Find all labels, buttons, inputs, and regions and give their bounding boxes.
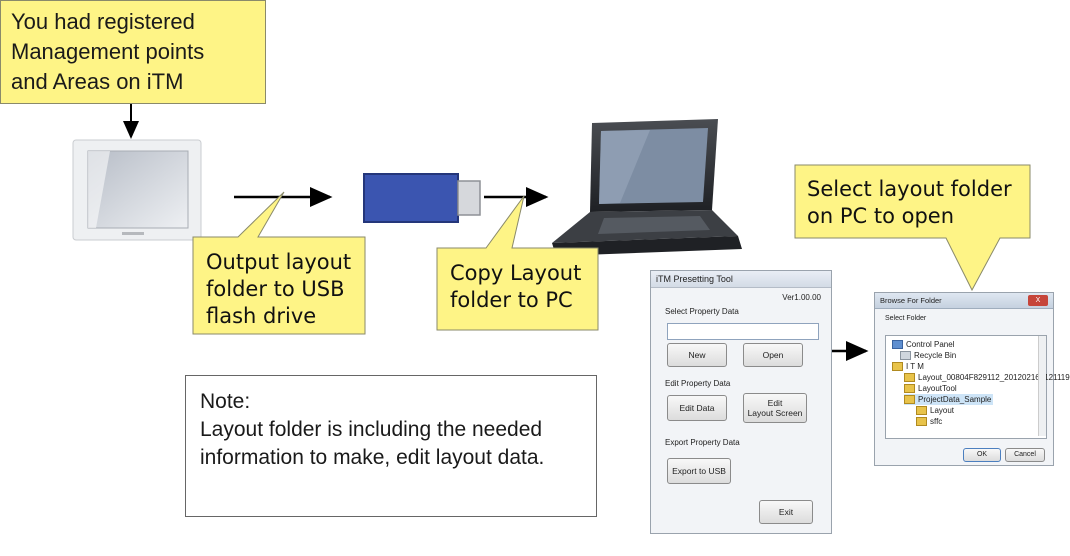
tree-item-layouttool[interactable]: LayoutTool: [904, 383, 957, 394]
export-section-label: Export Property Data: [665, 438, 740, 447]
browse-instruction: Select Folder: [885, 315, 927, 322]
version-label: Ver1.00.00: [782, 293, 821, 302]
output-callout-shape: [192, 191, 366, 335]
select-callout-shape: [794, 164, 1031, 292]
registered-text: You had registered Management points and…: [11, 9, 205, 94]
note-title: Note:: [200, 390, 251, 413]
folder-icon: [904, 384, 915, 394]
presetting-tool-window: iTM Presetting Tool Ver1.00.00 Select Pr…: [650, 270, 832, 534]
folder-icon: [892, 362, 903, 372]
tree-scrollbar[interactable]: [1038, 336, 1046, 436]
output-callout-text: Output layout folder to USB flash drive: [206, 250, 352, 328]
ok-button[interactable]: OK: [963, 448, 1001, 462]
exit-button[interactable]: Exit: [759, 500, 813, 524]
tree-item-layout[interactable]: Layout: [916, 405, 954, 416]
edit-data-button[interactable]: Edit Data: [667, 395, 727, 421]
tree-item-control-panel[interactable]: Control Panel: [892, 339, 954, 350]
tree-item-recycle-bin[interactable]: Recycle Bin: [900, 350, 956, 361]
close-icon[interactable]: X: [1028, 295, 1048, 306]
select-callout-text: Select layout folder on PC to open: [807, 177, 1012, 228]
note-box: Note: Layout folder is including the nee…: [185, 375, 597, 517]
cancel-button[interactable]: Cancel: [1005, 448, 1045, 462]
usb-drive-image: [363, 173, 481, 223]
new-button[interactable]: New: [667, 343, 727, 367]
folder-icon: [904, 373, 915, 383]
tree-item-sffc[interactable]: sffc: [916, 416, 942, 427]
edit-layout-screen-button[interactable]: Edit Layout Screen: [743, 393, 807, 423]
select-section-label: Select Property Data: [665, 307, 739, 316]
registered-callout: You had registered Management points and…: [0, 0, 266, 104]
folder-icon: [916, 406, 927, 416]
itm-device-image: [72, 139, 202, 241]
property-path-input[interactable]: [667, 323, 819, 340]
tree-item-itm[interactable]: I T M: [892, 361, 924, 372]
tree-item-layout-folder[interactable]: Layout_00804F829112_20120216_121119: [904, 372, 1070, 383]
open-button[interactable]: Open: [743, 343, 803, 367]
folder-tree[interactable]: Control Panel Recycle Bin I T M Layout_0…: [885, 335, 1070, 439]
laptop-image: [552, 119, 742, 256]
folder-icon: [916, 417, 927, 427]
folder-icon: [904, 395, 915, 405]
copy-callout-text: Copy Layout folder to PC: [450, 261, 582, 312]
presetting-title: iTM Presetting Tool: [651, 271, 831, 288]
browse-folder-dialog: Browse For Folder X Select Folder Contro…: [874, 292, 1070, 466]
copy-callout-shape: [436, 195, 599, 331]
export-usb-button[interactable]: Export to USB: [667, 458, 731, 484]
tree-item-projectdata-selected[interactable]: ProjectData_Sample: [904, 394, 994, 405]
folder-icon: [892, 340, 903, 350]
edit-section-label: Edit Property Data: [665, 379, 731, 388]
browse-title: Browse For Folder: [875, 293, 1053, 309]
recycle-bin-icon: [900, 351, 911, 361]
note-body: Layout folder is including the needed in…: [200, 418, 545, 469]
